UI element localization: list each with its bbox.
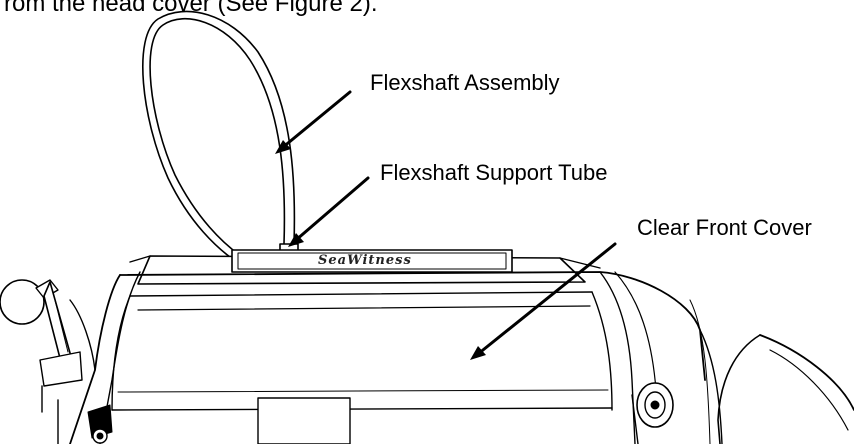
label-clear-front-cover: Clear Front Cover	[637, 215, 812, 240]
flexshaft-assembly	[142, 10, 296, 269]
clear-front-cover	[111, 291, 613, 444]
top-plate	[129, 249, 601, 285]
housing	[69, 271, 723, 444]
right-housing	[631, 334, 854, 444]
arrow-clear-front-cover	[470, 242, 617, 360]
label-flexshaft-support-tube: Flexshaft Support Tube	[380, 160, 608, 185]
arrow-flexshaft-assembly	[275, 90, 352, 154]
label-flexshaft-assembly: Flexshaft Assembly	[370, 70, 560, 95]
left-latch	[87, 404, 113, 444]
arrow-flexshaft-support-tube	[288, 176, 370, 247]
caption-text: rom the head cover (See Figure 2).	[4, 0, 378, 17]
left-handle	[0, 279, 96, 444]
housing-logo: SeaWitness	[318, 253, 412, 268]
